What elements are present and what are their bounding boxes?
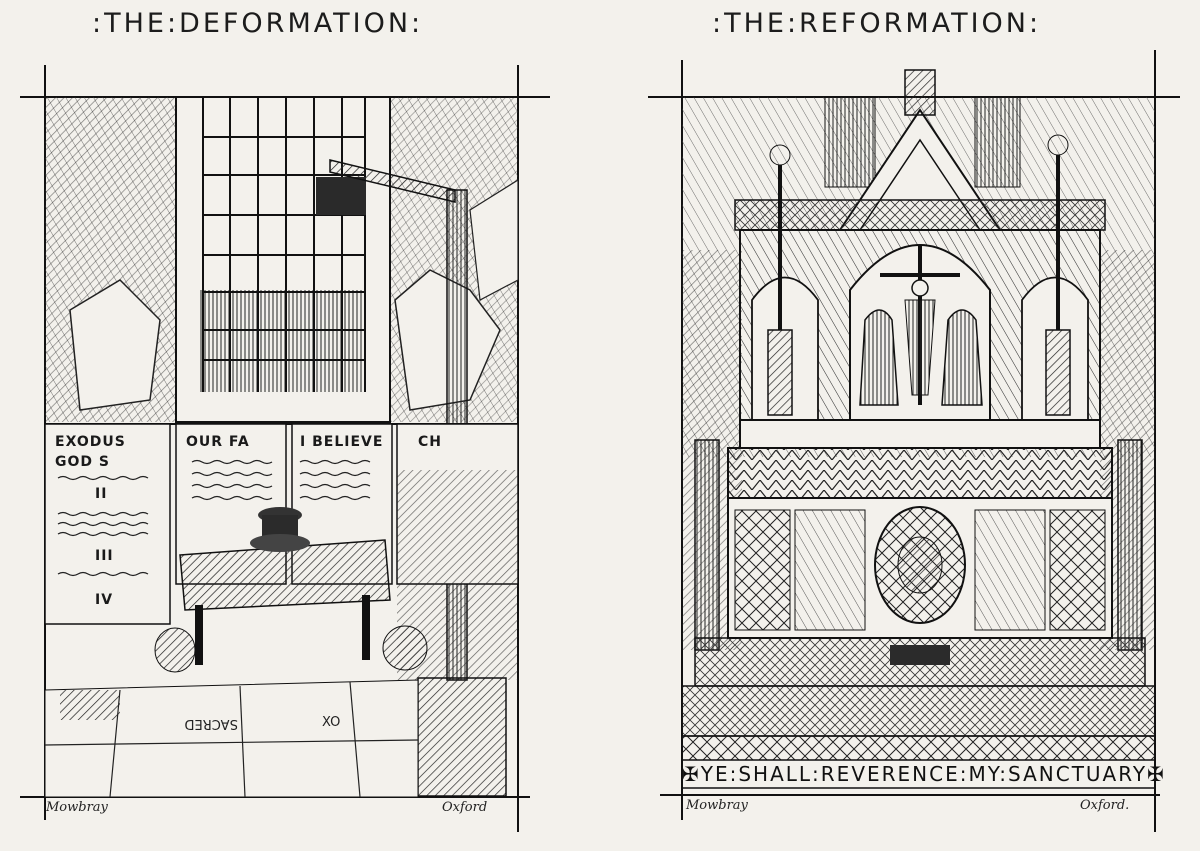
- poster-mark-iv: IV: [95, 592, 113, 608]
- floor-word-sacred: SACRED: [185, 716, 239, 731]
- deformation-floor: SACRED XO: [44, 679, 419, 798]
- deformation-panel: EXODUS OUR FA I BELIEVE CH GOD S II III …: [20, 65, 550, 832]
- broken-window: [175, 96, 391, 423]
- poster-ch: CH: [418, 434, 442, 450]
- poster-mark-ii: II: [95, 486, 107, 502]
- deformation-credit-oxford: Oxford: [442, 800, 488, 815]
- altar-frontal: [727, 447, 1113, 639]
- cluttered-table: [154, 507, 428, 673]
- reformation-credit-mowbray: Mowbray: [686, 798, 748, 813]
- sanctuary-inscription: ✠YE:SHALL:REVERENCE:MY:SANCTUARY✠: [682, 762, 1166, 786]
- crucifix: [880, 245, 960, 405]
- poster-mark-god: GOD S: [55, 454, 110, 470]
- figure-john: [941, 309, 983, 406]
- deformation-title: :THE:DEFORMATION:: [92, 8, 424, 39]
- cabinet: [417, 677, 507, 797]
- reformation-panel: [648, 50, 1180, 832]
- floor-word-xo: XO: [322, 715, 340, 730]
- poster-exodus: EXODUS: [55, 434, 126, 450]
- gradine: [739, 419, 1101, 449]
- reformation-credit-oxford: Oxford.: [1080, 798, 1130, 813]
- deformation-credit-mowbray: Mowbray: [46, 800, 108, 815]
- reformation-title: :THE:REFORMATION:: [712, 8, 1042, 39]
- poster-mark-iii: III: [95, 548, 114, 564]
- altar-candles: [767, 134, 1071, 416]
- figure-mary: [859, 309, 899, 406]
- reredos: [734, 69, 1106, 421]
- poster-i-believe: I BELIEVE: [300, 434, 383, 450]
- poster-our-father: OUR FA: [186, 434, 250, 450]
- crown-finial: [904, 69, 936, 116]
- sanctuary-steps: [681, 637, 1156, 761]
